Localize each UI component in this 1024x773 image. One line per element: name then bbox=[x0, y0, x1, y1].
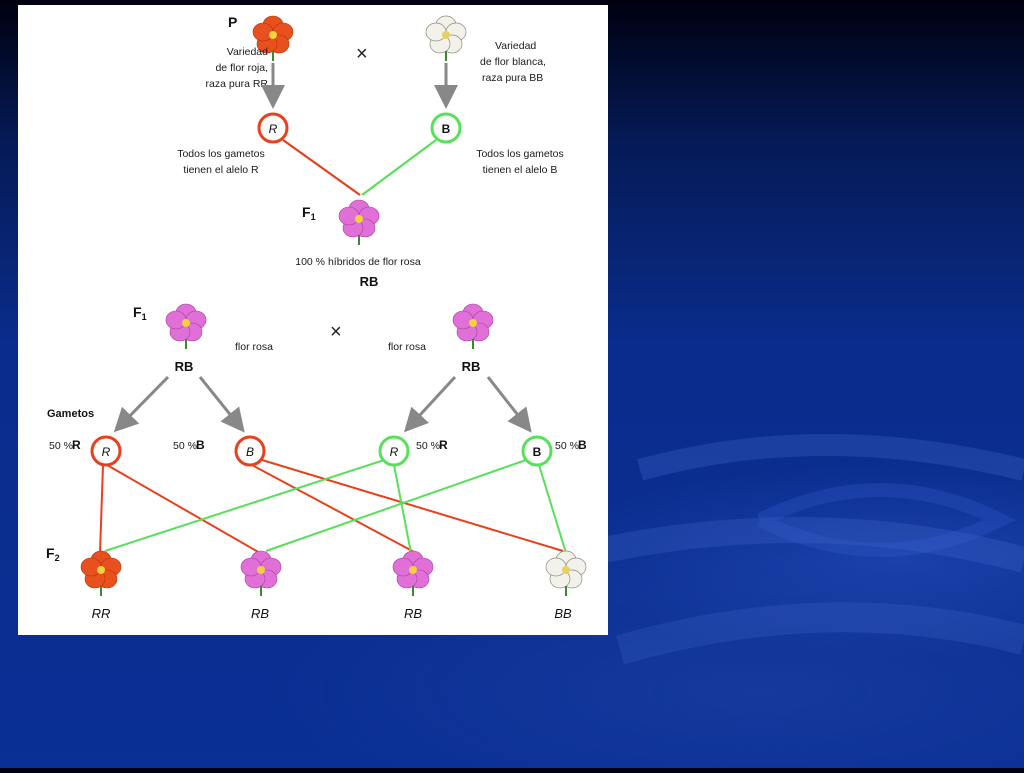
f1-genotype: RB bbox=[360, 274, 379, 289]
gamete-circle-1 bbox=[90, 435, 122, 467]
gamete-pct-4: 50 % bbox=[555, 440, 579, 452]
gamete-circle-2 bbox=[234, 435, 266, 467]
left-parent-desc-2: de flor roja, bbox=[215, 62, 268, 74]
gametes-title: Gametos bbox=[47, 408, 94, 420]
gamete-pct-1: 50 % bbox=[49, 440, 73, 452]
right-parent-desc-1: Variedad bbox=[495, 40, 536, 52]
gamete-allele-3: R bbox=[439, 438, 448, 452]
genetics-diagram-panel: P Variedad de flor roja, raza pura RR × bbox=[18, 5, 608, 635]
white-flower-icon bbox=[545, 550, 587, 596]
generation-f1-label: F1 bbox=[302, 204, 316, 222]
line-b2-to-bb bbox=[538, 464, 567, 554]
gamete-group-3: R 50 % R bbox=[378, 435, 448, 467]
left-gamete-note-1: Todos los gametos bbox=[177, 148, 265, 160]
parental-gamete-r-circle bbox=[257, 112, 289, 144]
pink-flower-icon bbox=[165, 303, 207, 349]
gamete-arrow-4 bbox=[486, 376, 532, 433]
line-r-to-rr bbox=[99, 464, 104, 554]
right-f1-label: flor rosa bbox=[388, 341, 426, 353]
pink-flower-icon bbox=[392, 550, 434, 596]
gamete-arrow-3 bbox=[403, 375, 457, 433]
f2-genotype-3: RB bbox=[404, 606, 422, 621]
gamete-allele-4: B bbox=[578, 438, 587, 452]
generation-f1-cross-label: F1 bbox=[133, 304, 147, 322]
left-f1-label: flor rosa bbox=[235, 341, 273, 353]
pink-flower-icon bbox=[338, 199, 380, 245]
gamete-arrow-1 bbox=[113, 375, 170, 433]
gamete-group-4: B 50 % B bbox=[521, 435, 587, 467]
red-flower-icon bbox=[252, 15, 294, 61]
f1-cross-symbol: × bbox=[330, 321, 342, 343]
gamete-arrow-2 bbox=[198, 376, 245, 433]
line-r2-to-rr bbox=[104, 459, 385, 552]
gamete-circle-label-2: B bbox=[246, 445, 254, 459]
right-gamete-note-1: Todos los gametos bbox=[476, 148, 564, 160]
gamete-group-1: 50 % R R bbox=[49, 435, 122, 467]
parental-gamete-r-label: R bbox=[269, 122, 278, 136]
generation-p-label: P bbox=[228, 14, 237, 30]
parental-gamete-b-circle bbox=[430, 112, 462, 144]
left-gamete-note-2: tienen el alelo R bbox=[183, 164, 259, 176]
line-b2-to-rb1 bbox=[265, 459, 527, 552]
fertilization-line-green bbox=[361, 139, 437, 196]
right-f1-genotype: RB bbox=[462, 359, 481, 374]
f2-genotype-4: BB bbox=[554, 606, 572, 621]
gamete-pct-3: 50 % bbox=[416, 440, 440, 452]
right-parent-desc-3: raza pura BB bbox=[482, 72, 543, 84]
f1-result-label: 100 % híbridos de flor rosa bbox=[295, 256, 421, 268]
line-b-to-rb2 bbox=[251, 464, 417, 554]
parental-gamete-b-label: B bbox=[442, 122, 451, 136]
pink-flower-icon bbox=[240, 550, 282, 596]
fertilization-line-red bbox=[282, 139, 361, 196]
white-flower-icon bbox=[425, 15, 467, 61]
f2-fertilization-lines bbox=[99, 459, 567, 554]
gamete-allele-1: R bbox=[72, 438, 81, 452]
left-parent-desc-3: raza pura RR bbox=[206, 78, 269, 90]
right-gamete-note-2: tienen el alelo B bbox=[483, 164, 558, 176]
line-b-to-bb bbox=[261, 459, 564, 552]
gamete-circle-label-3: R bbox=[390, 445, 399, 459]
gamete-circle-label-1: R bbox=[102, 445, 111, 459]
line-r-to-rb1 bbox=[106, 464, 261, 554]
gamete-circle-4 bbox=[521, 435, 553, 467]
left-f1-genotype: RB bbox=[175, 359, 194, 374]
left-parent-desc-1: Variedad bbox=[227, 46, 268, 58]
gamete-circle-label-4: B bbox=[533, 445, 542, 459]
red-flower-icon bbox=[80, 550, 122, 596]
gamete-pct-2: 50 % bbox=[173, 440, 197, 452]
parental-cross-symbol: × bbox=[356, 43, 368, 65]
line-r2-to-rb2 bbox=[393, 464, 412, 554]
gamete-allele-2: B bbox=[196, 438, 205, 452]
gamete-group-2: 50 % B B bbox=[173, 435, 266, 467]
generation-f2-label: F2 bbox=[46, 545, 60, 563]
pink-flower-icon bbox=[452, 303, 494, 349]
f2-genotype-2: RB bbox=[251, 606, 269, 621]
codominance-cross-diagram: P Variedad de flor roja, raza pura RR × bbox=[46, 14, 587, 621]
right-parent-desc-2: de flor blanca, bbox=[480, 56, 546, 68]
f2-genotype-1: RR bbox=[92, 606, 111, 621]
